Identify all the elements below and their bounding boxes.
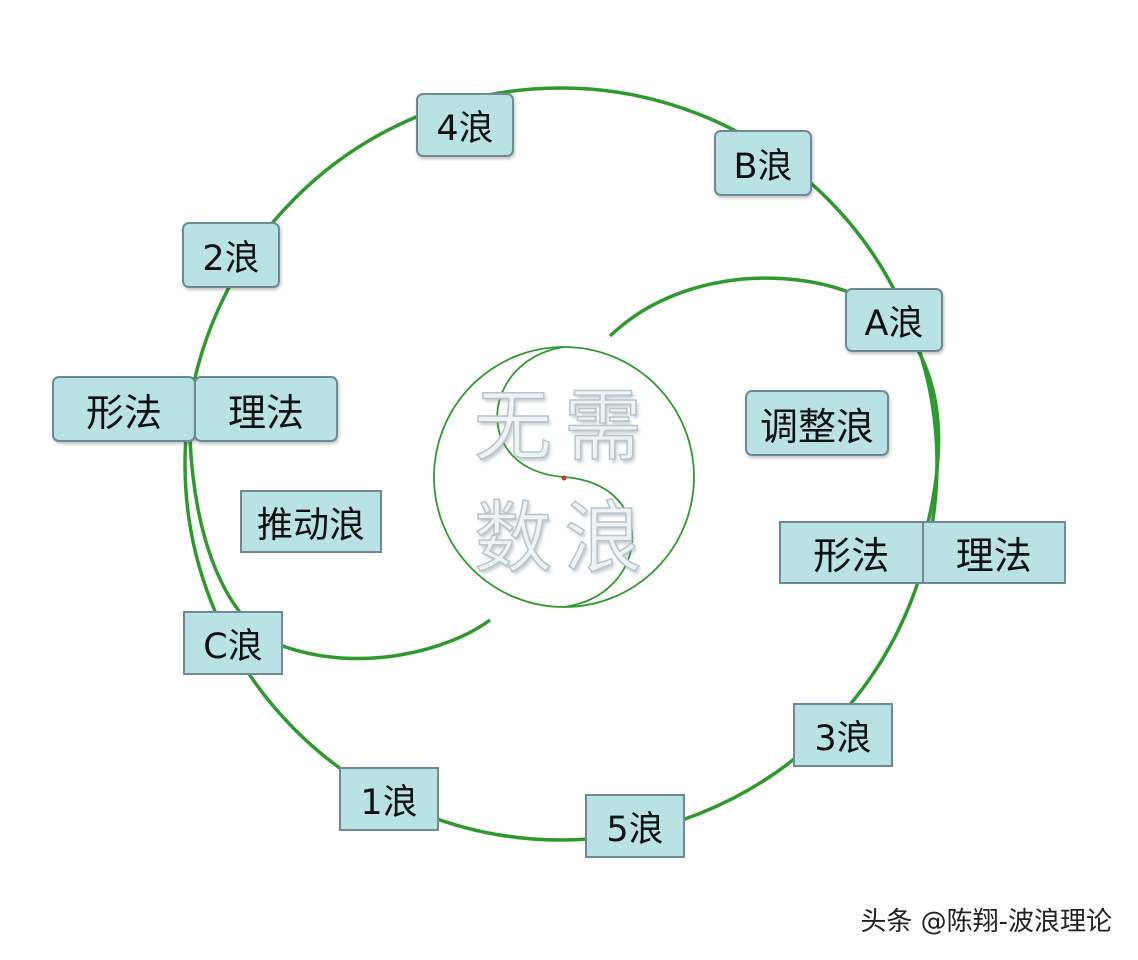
wave-a-box: A浪 <box>845 288 943 352</box>
correction-wave-label: 调整浪 <box>745 390 889 456</box>
right-form-method-cell: 形法 <box>813 534 890 578</box>
left-theory-method-box: 理法 <box>194 376 338 442</box>
watermark-char-1: 无 <box>473 382 553 472</box>
watermark-char-2: 需 <box>563 382 643 472</box>
wave-2-box: 2浪 <box>182 222 280 288</box>
author-credit: 头条 @陈翔-波浪理论 <box>860 907 1112 937</box>
wave-5-box: 5浪 <box>585 794 685 858</box>
right-theory-method-cell: 理法 <box>921 523 1065 582</box>
watermark-char-4: 浪 <box>563 494 643 584</box>
wave-3-box: 3浪 <box>793 703 893 767</box>
center-dot <box>561 475 567 481</box>
impulse-wave-label: 推动浪 <box>240 490 382 553</box>
left-form-method-box: 形法 <box>52 376 196 442</box>
wave-c-box: C浪 <box>183 611 283 675</box>
wave-4-box: 4浪 <box>416 93 514 157</box>
right-method-pair: 形法 理法 <box>779 521 1066 584</box>
watermark-char-3: 数 <box>473 494 553 584</box>
wave-1-box: 1浪 <box>339 767 439 831</box>
wave-b-box: B浪 <box>714 130 812 196</box>
